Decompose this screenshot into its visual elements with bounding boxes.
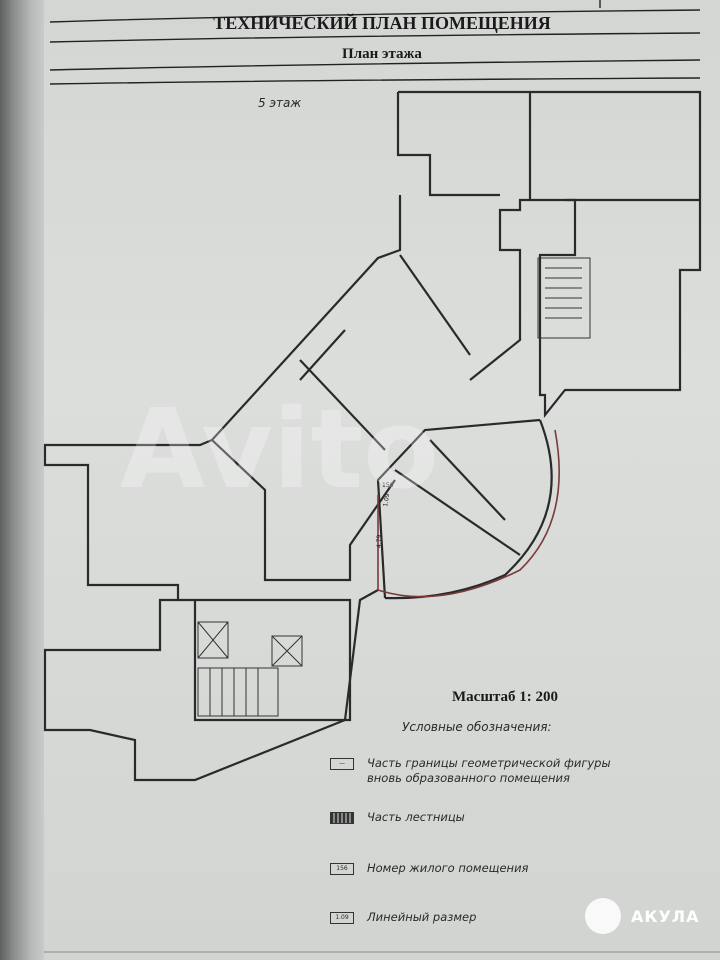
brand-watermark: АКУЛА bbox=[585, 898, 699, 934]
shark-logo-icon bbox=[585, 898, 621, 934]
dimension-label: 1.09 bbox=[382, 493, 391, 508]
legend-label: Номер жилого помещения bbox=[367, 861, 529, 875]
book-binding bbox=[0, 0, 44, 960]
legend-label: Линейный размер bbox=[367, 910, 477, 924]
dimension-symbol: 1.09 bbox=[330, 912, 354, 924]
boundary-symbol-icon: — bbox=[330, 758, 354, 770]
watermark-text: Avito bbox=[120, 385, 439, 513]
legend-label: вновь образованного помещения bbox=[367, 771, 570, 785]
document-title: ТЕХНИЧЕСКИЙ ПЛАН ПОМЕЩЕНИЯ bbox=[213, 13, 551, 33]
room-number-label: 156 bbox=[382, 482, 394, 489]
legend-label: Часть границы геометрической фигуры bbox=[367, 756, 611, 770]
document-subtitle: План этажа bbox=[342, 46, 422, 62]
highlighted-boundary bbox=[377, 429, 560, 598]
header-lines bbox=[49, 0, 701, 85]
legend-label: Часть лестницы bbox=[367, 810, 465, 824]
stairs-symbol-icon bbox=[330, 812, 354, 824]
legend-title: Условные обозначения: bbox=[402, 720, 552, 734]
floor-label: 5 этаж bbox=[258, 96, 302, 110]
stairs bbox=[197, 257, 591, 717]
scale-label: Масштаб 1: 200 bbox=[452, 689, 559, 705]
brand-name: АКУЛА bbox=[631, 906, 700, 926]
document-page bbox=[44, 0, 720, 960]
dimension-label: 4.79 bbox=[376, 534, 383, 548]
room-number-symbol: 156 bbox=[330, 863, 354, 875]
